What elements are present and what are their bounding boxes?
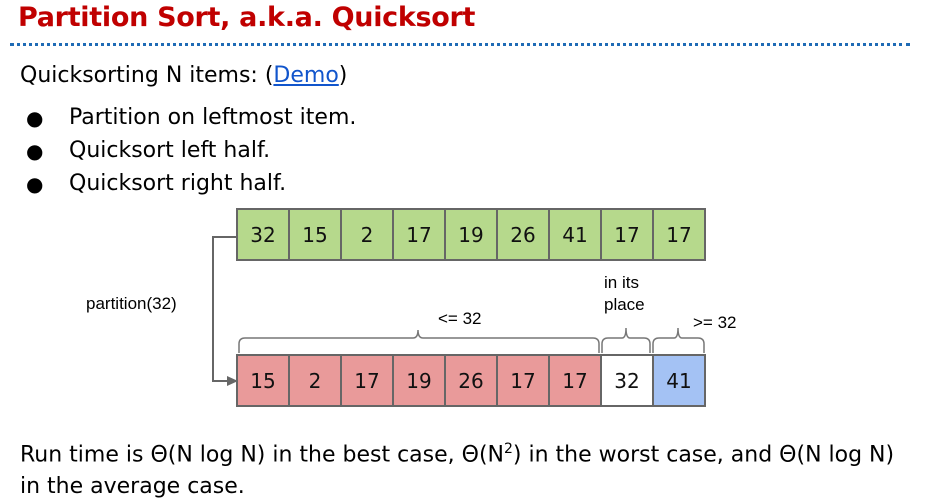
array-cell: 17 (498, 356, 550, 405)
array-cell: 17 (342, 356, 394, 405)
array-cell: 32 (238, 210, 290, 259)
intro-line: Quicksorting N items: (Demo) (20, 63, 347, 88)
title-divider (10, 43, 910, 46)
in-place-label-line1: in its (604, 273, 639, 292)
intro-suffix: ) (338, 63, 348, 88)
array-cell: 19 (394, 356, 446, 405)
array-cell: 26 (498, 210, 550, 259)
array-cell: 26 (446, 356, 498, 405)
array-cell: 2 (342, 210, 394, 259)
less-equal-label: <= 32 (438, 309, 482, 328)
in-place-label-line2: place (604, 295, 645, 314)
list-item: ● Quicksort left half. (26, 136, 356, 169)
brace-icons (238, 327, 705, 353)
array-cell: 17 (654, 210, 704, 259)
exponent: 2 (504, 441, 513, 457)
bullet-icon: ● (26, 106, 44, 130)
partitioned-array: 15 2 17 19 26 17 17 32 41 (236, 354, 706, 407)
array-cell: 17 (602, 210, 654, 259)
runtime-text-2: ) in the worst case, and Θ(N log N) in t… (20, 442, 895, 500)
array-cell: 17 (394, 210, 446, 259)
runtime-text-1: Run time is Θ(N log N) in the best case,… (20, 442, 504, 468)
array-cell: 15 (290, 210, 342, 259)
greater-equal-label: >= 32 (693, 313, 737, 332)
runtime-summary: Run time is Θ(N log N) in the best case,… (20, 433, 910, 503)
partition-label: partition(32) (86, 294, 177, 313)
arrowhead-icon (227, 376, 238, 386)
bullet-icon: ● (26, 139, 44, 163)
bullet-text: Quicksort right half. (69, 171, 287, 196)
bullet-text: Quicksort left half. (69, 138, 271, 163)
list-item: ● Quicksort right half. (26, 169, 356, 202)
demo-link[interactable]: Demo (273, 63, 339, 88)
array-cell: 17 (550, 356, 602, 405)
list-item: ● Partition on leftmost item. (26, 103, 356, 136)
intro-prefix: Quicksorting N items: ( (20, 63, 274, 88)
slide-title: Partition Sort, a.k.a. Quicksort (18, 2, 476, 33)
array-cell: 19 (446, 210, 498, 259)
array-cell: 41 (550, 210, 602, 259)
pivot-cell: 32 (602, 356, 654, 405)
array-cell: 15 (238, 356, 290, 405)
bullet-text: Partition on leftmost item. (69, 105, 357, 130)
bullet-icon: ● (26, 172, 44, 196)
connector-arrow-icon (212, 236, 237, 382)
array-cell: 41 (654, 356, 704, 405)
array-cell: 2 (290, 356, 342, 405)
input-array: 32 15 2 17 19 26 41 17 17 (236, 208, 706, 261)
steps-list: ● Partition on leftmost item. ● Quicksort … (26, 103, 356, 202)
